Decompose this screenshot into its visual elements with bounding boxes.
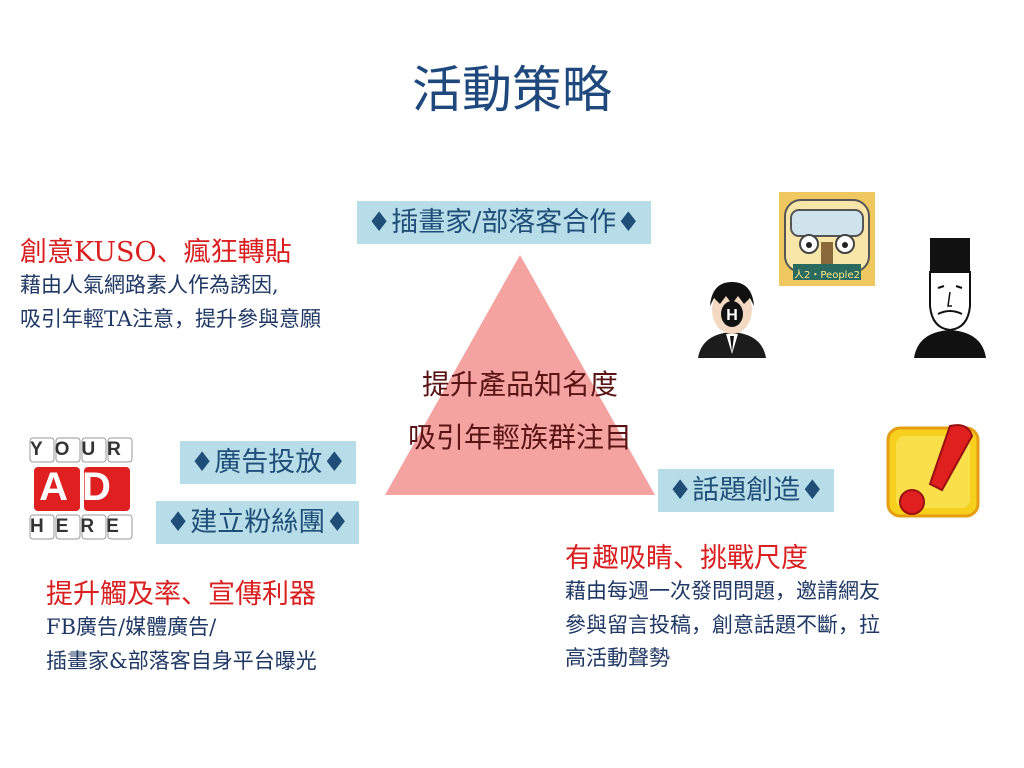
tag-topic-creation: ♦話題創造♦ (658, 469, 835, 513)
ad-word-ad: AD (39, 465, 125, 509)
svg-text:H: H (726, 307, 738, 324)
top-left-line-1: 藉由人氣網路素人作為誘因, (20, 273, 279, 297)
bottom-left-heading: 提升觸及率、宣傳利器 (46, 579, 316, 610)
slide-title: 活動策略 (412, 61, 612, 119)
ad-word-here: HERE (30, 516, 131, 537)
bottom-right-heading: 有趣吸睛、挑戰尺度 (565, 543, 808, 574)
tag-illustrator-collab: ♦插畫家/部落客合作♦ (357, 201, 651, 245)
tag-fan-page: ♦建立粉絲團♦ (156, 501, 360, 545)
ad-word-your: YOUR (30, 439, 133, 460)
bottom-right-line-2: 參與留言投稿，創意話題不斷，拉 (565, 612, 880, 637)
tag-ad-placement: ♦廣告投放♦ (180, 441, 357, 485)
bottom-left-block: 提升觸及率、宣傳利器 FB廣告/媒體廣告/ 插畫家&部落客自身平台曝光 (46, 572, 317, 678)
top-left-heading: 創意KUSO、瘋狂轉貼 (20, 237, 292, 268)
bottom-right-block: 有趣吸睛、挑戰尺度 藉由每週一次發問問題，邀請網友 參與留言投稿，創意話題不斷，… (565, 536, 880, 676)
top-left-block: 創意KUSO、瘋狂轉貼 藉由人氣網路素人作為誘因, 吸引年輕TA注意，提升參與意… (20, 230, 321, 336)
top-left-line-2: 吸引年輕TA注意，提升參與意願 (20, 306, 322, 331)
mustache-character-image (912, 236, 988, 358)
bus-character-image: 人2・People2 (779, 192, 875, 286)
your-ad-here-image: YOUR AD HERE (24, 434, 140, 542)
bottom-left-line-2: 插畫家&部落客自身平台曝光 (46, 648, 317, 673)
center-line-2: 吸引年輕族群注目 (407, 421, 632, 455)
center-triangle (385, 255, 655, 495)
bottom-right-line-1: 藉由每週一次發問問題，邀請網友 (565, 579, 880, 603)
bus-sign-text: 人2・People2 (794, 270, 860, 281)
center-line-1: 提升產品知名度 (421, 368, 618, 401)
exclamation-icon (884, 420, 982, 522)
h-character-image: H (694, 276, 770, 358)
bottom-right-line-3: 高活動聲勢 (565, 646, 670, 671)
bottom-left-line-1: FB廣告/媒體廣告/ (46, 615, 217, 639)
center-text: 提升產品知名度 吸引年輕族群注目 (370, 358, 670, 464)
